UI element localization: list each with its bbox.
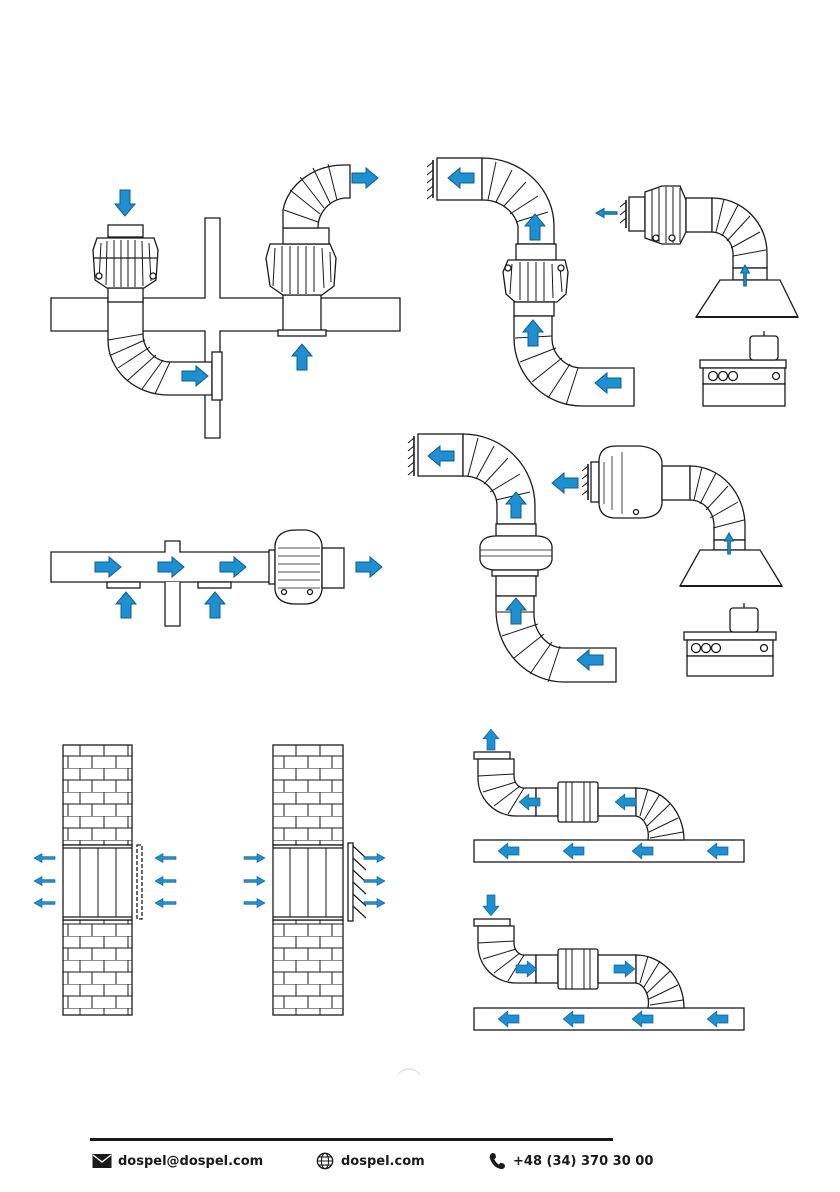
globe-icon — [315, 1152, 335, 1170]
website-text[interactable]: dospel.com — [341, 1154, 425, 1169]
installation-diagrams — [0, 0, 840, 1130]
wall-outlet-inline-riser-diagram — [408, 434, 616, 682]
envelope-icon — [92, 1152, 112, 1170]
bypass-duct-lower-diagram — [474, 919, 744, 1030]
kitchen-hood-inline-fan-diagram — [582, 446, 782, 676]
contact-email[interactable]: dospel@dospel.com — [92, 1150, 263, 1172]
bypass-duct-upper-diagram — [474, 752, 744, 862]
horizontal-duct-inline-fan-diagram — [51, 530, 344, 626]
page-mark — [398, 1069, 420, 1075]
footer: dospel@dospel.com dospel.com +48 (34) 37… — [0, 1130, 840, 1192]
cross-duct-top-fan-diagram — [51, 164, 400, 438]
wall-outlet-riser-diagram — [427, 158, 634, 406]
contact-website[interactable]: dospel.com — [315, 1150, 425, 1172]
wall-fan-grille-diagram — [63, 745, 142, 1015]
footer-divider — [90, 1138, 613, 1141]
phone-text[interactable]: +48 (34) 370 30 00 — [513, 1154, 653, 1169]
email-text[interactable]: dospel@dospel.com — [118, 1154, 263, 1169]
phone-icon — [487, 1152, 507, 1170]
wall-fan-louvre-diagram — [273, 745, 366, 1015]
contact-phone[interactable]: +48 (34) 370 30 00 — [487, 1150, 653, 1172]
kitchen-hood-mixed-fan-diagram — [620, 186, 798, 406]
